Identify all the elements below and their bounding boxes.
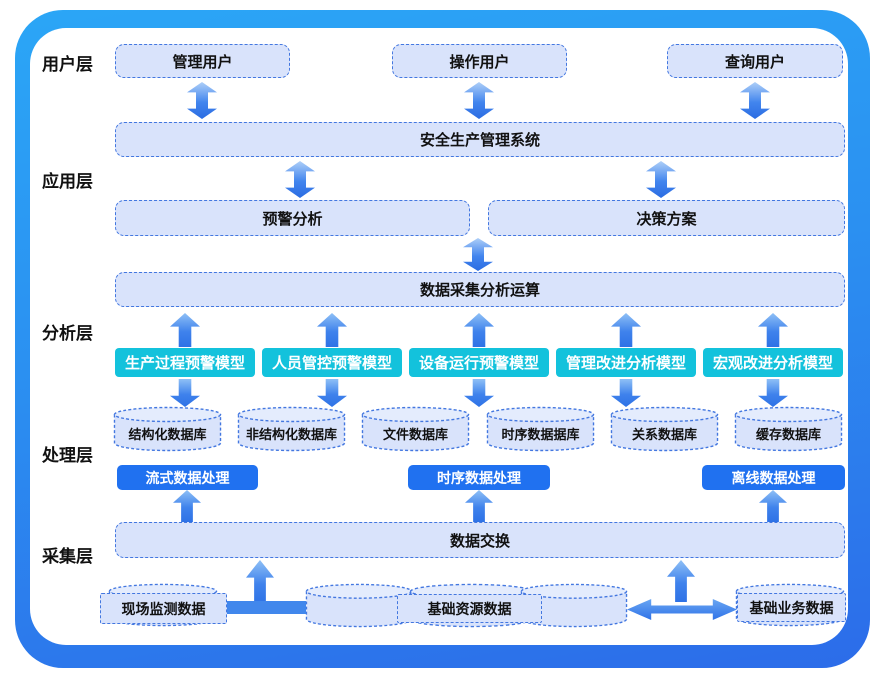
model-box-production: 生产过程预警模型 (115, 348, 255, 377)
query-users-box: 查询用户 (667, 44, 843, 78)
basic-resource-data-box: 基础资源数据 (397, 594, 542, 623)
timeseries-processing-box: 时序数据处理 (408, 465, 550, 490)
model-box-equipment: 设备运行预警模型 (409, 348, 549, 377)
layer-label-collect: 采集层 (42, 547, 93, 566)
database-cylinder-timeseries: 时序数据据库 (486, 406, 595, 452)
warning-analysis-box: 预警分析 (115, 200, 470, 236)
safety-system-bar: 安全生产管理系统 (115, 122, 845, 157)
layer-label-analysis: 分析层 (42, 324, 93, 343)
model-box-macro: 宏观改进分析模型 (703, 348, 843, 377)
database-cylinder-file: 文件数据库 (361, 406, 470, 452)
database-label: 非结构化数据库 (245, 426, 337, 442)
database-label: 结构化数据库 (128, 426, 207, 442)
layer-label-user: 用户层 (42, 55, 93, 74)
model-box-personnel: 人员管控预警模型 (262, 348, 402, 377)
database-cylinder-relational: 关系数据库 (610, 406, 719, 452)
layer-label-process: 处理层 (42, 446, 93, 465)
basic-business-data-box: 基础业务数据 (737, 593, 846, 622)
database-cylinder-unstructured: 非结构化数据库 (237, 406, 346, 452)
source-cylinder-resource-3 (520, 583, 628, 628)
database-label: 缓存数据库 (755, 426, 821, 442)
layer-label-app: 应用层 (42, 172, 93, 191)
operation-users-box: 操作用户 (392, 44, 567, 78)
source-cylinder-resource-1 (305, 583, 413, 628)
database-cylinder-structured: 结构化数据库 (113, 406, 222, 452)
database-cylinder-cache: 缓存数据库 (734, 406, 843, 452)
database-label: 关系数据库 (631, 426, 697, 442)
database-label: 文件数据库 (382, 426, 448, 442)
database-label: 时序数据据库 (501, 426, 580, 442)
offline-processing-box: 离线数据处理 (702, 465, 845, 490)
model-box-management: 管理改进分析模型 (556, 348, 696, 377)
data-compute-bar: 数据采集分析运算 (115, 272, 845, 307)
admin-users-box: 管理用户 (115, 44, 290, 78)
data-exchange-bar: 数据交换 (115, 522, 845, 558)
connector-monitoring-resource (226, 601, 306, 614)
site-monitoring-data-box: 现场监测数据 (100, 593, 227, 624)
decision-plan-box: 决策方案 (488, 200, 845, 236)
stream-processing-box: 流式数据处理 (117, 465, 258, 490)
